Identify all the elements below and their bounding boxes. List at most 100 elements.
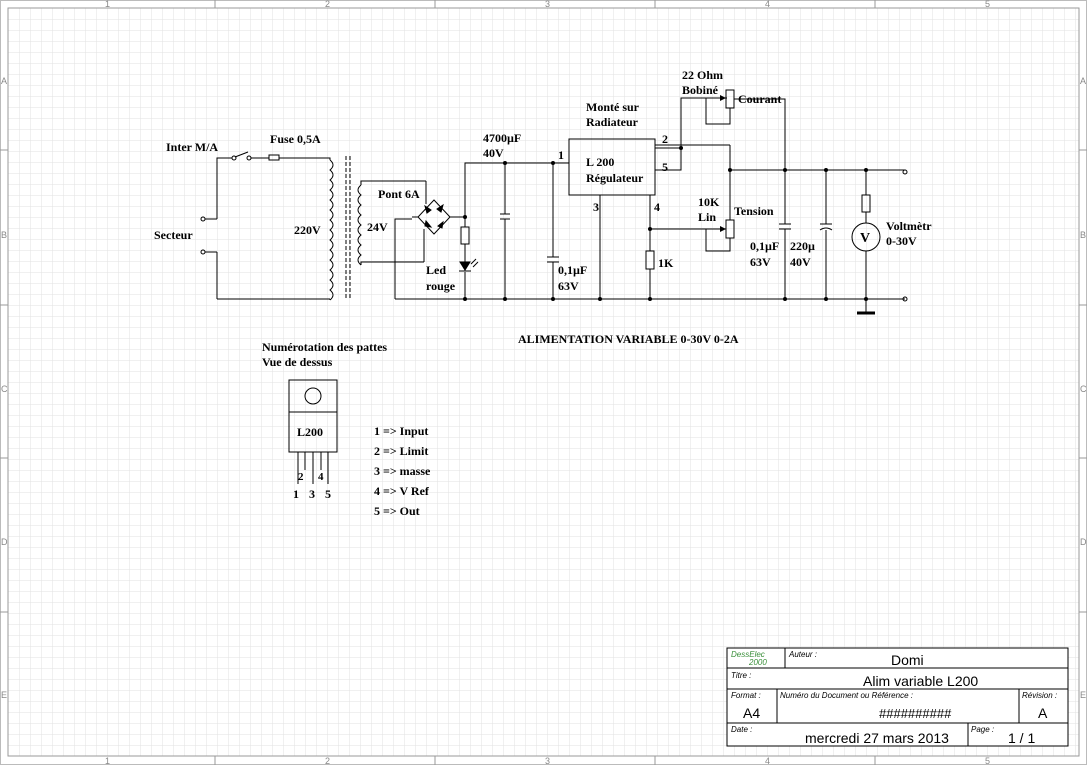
ruler-row-b-right: B — [1080, 230, 1086, 240]
label-pin-3: 3 — [593, 200, 599, 214]
output-terminal-minus — [902, 296, 908, 302]
pinout-drawing: Numérotation des pattes Vue de dessus L2… — [262, 340, 431, 518]
bridge-diodes — [424, 203, 444, 229]
tb-titre-label: Titre : — [731, 671, 751, 680]
label-cap-out-2: 63V — [750, 255, 771, 269]
label-pin-1: 1 — [558, 148, 564, 162]
label-pot10k-1: 10K — [698, 195, 720, 209]
schematic-labels: Inter M/A Fuse 0,5A Secteur 220V 24V Pon… — [154, 68, 932, 346]
ruler-col-3: 3 — [545, 0, 550, 9]
tb-num-label: Numéro du Document ou Référence : — [780, 691, 913, 700]
ruler-row-a: A — [1, 76, 7, 86]
label-voltm-1: Voltmètr — [886, 219, 932, 233]
label-monte-1: Monté sur — [586, 100, 640, 114]
label-pin-4: 4 — [654, 200, 660, 214]
tb-logo-2: 2000 — [748, 658, 767, 667]
label-inter: Inter M/A — [166, 140, 218, 154]
tb-auteur-label: Auteur : — [788, 650, 817, 659]
label-led-1: Led — [426, 263, 446, 277]
label-pot10k-2: Lin — [698, 210, 716, 224]
tb-titre: Alim variable L200 — [863, 673, 978, 689]
ruler-col-2-bottom: 2 — [325, 756, 330, 765]
tb-revision: A — [1038, 705, 1048, 721]
label-1k: 1K — [658, 256, 674, 270]
label-voltmeter-symbol: V — [860, 231, 870, 246]
ruler-col-4: 4 — [765, 0, 770, 9]
label-reg-1: L 200 — [586, 155, 614, 169]
label-pin-2: 2 — [662, 132, 668, 146]
ruler-col-2: 2 — [325, 0, 330, 9]
pinout-leg-4: 4 — [318, 471, 324, 483]
pinout-title-1: Numérotation des pattes — [262, 340, 387, 354]
ruler-row-c-right: C — [1080, 384, 1087, 394]
wires — [200, 89, 908, 315]
label-secteur: Secteur — [154, 228, 193, 242]
junctions — [463, 146, 868, 301]
label-led-2: rouge — [426, 279, 456, 293]
pinout-title-2: Vue de dessus — [262, 355, 333, 369]
schematic-title: ALIMENTATION VARIABLE 0-30V 0-2A — [518, 332, 739, 346]
label-monte-2: Radiateur — [586, 115, 639, 129]
ruler-row-b: B — [1, 230, 7, 240]
ruler-row-d-right: D — [1080, 537, 1087, 547]
label-cap-220-2: 40V — [790, 255, 811, 269]
tb-revision-label: Révision : — [1022, 691, 1057, 700]
tb-page-label: Page : — [971, 725, 994, 734]
led-symbol — [459, 258, 479, 272]
legend-1: 1 => Input — [374, 424, 428, 438]
ruler-row-e: E — [1, 690, 7, 700]
tb-format-label: Format : — [731, 691, 761, 700]
ruler-col-1: 1 — [105, 0, 110, 9]
label-res22-1: 22 Ohm — [682, 68, 723, 82]
label-cap-big-1: 4700µF — [483, 131, 521, 145]
ruler-row-a-right: A — [1080, 76, 1086, 86]
label-cap-small-2: 63V — [558, 279, 579, 293]
label-24v: 24V — [367, 220, 388, 234]
label-courant: Courant — [738, 92, 781, 106]
tb-format: A4 — [743, 705, 760, 721]
ruler-col-5: 5 — [985, 0, 990, 9]
pinout-leg-3: 3 — [309, 487, 315, 501]
ruler-row-e-right: E — [1080, 690, 1086, 700]
ruler-col-3-bottom: 3 — [545, 756, 550, 765]
legend-4: 4 => V Ref — [374, 484, 430, 498]
legend-5: 5 => Out — [374, 504, 420, 518]
label-fuse: Fuse 0,5A — [270, 132, 321, 146]
grid-area — [7, 7, 1080, 757]
pinout-leg-5: 5 — [325, 487, 331, 501]
label-cap-small-1: 0,1µF — [558, 263, 587, 277]
label-cap-220-1: 220µ — [790, 239, 815, 253]
ruler-col-1-bottom: 1 — [105, 756, 110, 765]
ruler-row-c: C — [1, 384, 8, 394]
label-tension: Tension — [734, 204, 774, 218]
tb-logo-1: DessElec — [731, 650, 765, 659]
ruler-col-4-bottom: 4 — [765, 756, 770, 765]
label-reg-2: Régulateur — [586, 171, 644, 185]
pinout-leg-1: 1 — [293, 487, 299, 501]
legend-2: 2 => Limit — [374, 444, 428, 458]
tb-date: mercredi 27 mars 2013 — [805, 730, 949, 746]
ruler-col-5-bottom: 5 — [985, 756, 990, 765]
legend-3: 3 => masse — [374, 464, 431, 478]
ruler-row-d: D — [1, 537, 8, 547]
pinout-leg-2: 2 — [298, 471, 304, 483]
tb-page: 1 / 1 — [1008, 730, 1035, 746]
label-cap-out-1: 0,1µF — [750, 239, 779, 253]
tb-num: ########## — [879, 706, 952, 721]
tb-date-label: Date : — [731, 725, 752, 734]
output-terminal-plus — [902, 169, 908, 175]
label-voltm-2: 0-30V — [886, 234, 917, 248]
pot-wipers — [720, 95, 726, 232]
label-res22-2: Bobiné — [682, 83, 719, 97]
tb-auteur: Domi — [891, 652, 924, 668]
pinout-chip-label: L200 — [297, 425, 323, 439]
label-pin-5: 5 — [662, 160, 668, 174]
label-pont: Pont 6A — [378, 187, 420, 201]
label-cap-big-2: 40V — [483, 146, 504, 160]
label-220v: 220V — [294, 223, 321, 237]
title-block: DessElec 2000 Auteur : Domi Titre : Alim… — [726, 647, 1069, 747]
